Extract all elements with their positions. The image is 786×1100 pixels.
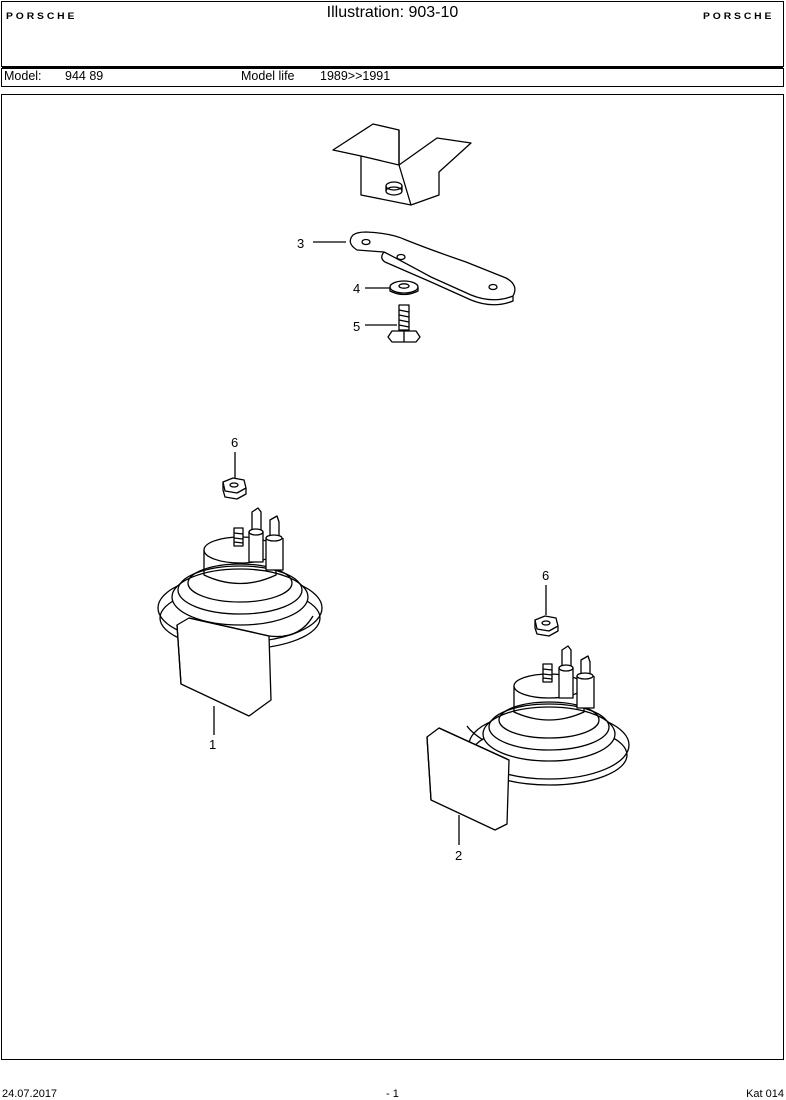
body-bracket bbox=[332, 123, 472, 206]
illustration-panel: 3 4 5 6 6 1 2 bbox=[1, 94, 784, 1060]
model-life-value: 1989>>1991 bbox=[320, 69, 391, 83]
callout-4: 4 bbox=[353, 281, 360, 296]
callout-6-right: 6 bbox=[542, 568, 549, 583]
washer bbox=[389, 280, 419, 296]
callout-labels: 3 4 5 6 6 1 2 bbox=[209, 236, 549, 863]
model-bar: Model: 944 89 Model life 1989>>1991 bbox=[1, 68, 784, 87]
horn-left bbox=[157, 507, 323, 717]
hex-nut-right bbox=[534, 615, 559, 637]
callout-6-left: 6 bbox=[231, 435, 238, 450]
horn-bracket bbox=[349, 231, 516, 306]
porsche-logo-right: PORSCHE bbox=[702, 11, 775, 21]
footer-date: 24.07.2017 bbox=[2, 1088, 58, 1100]
model-value: 944 89 bbox=[65, 69, 104, 83]
header-box: PORSCHE Illustration: 903-10 PORSCHE bbox=[1, 1, 784, 69]
header-rule bbox=[2, 67, 783, 69]
callout-5: 5 bbox=[353, 319, 360, 334]
model-label: Model: bbox=[4, 69, 42, 83]
footer-page: - 1 bbox=[386, 1088, 399, 1100]
porsche-logo-left: PORSCHE bbox=[6, 11, 78, 21]
bolt bbox=[387, 304, 421, 343]
hex-nut-left bbox=[222, 477, 247, 500]
callout-3: 3 bbox=[297, 236, 304, 251]
leader-lines bbox=[213, 241, 547, 845]
callout-2: 2 bbox=[455, 848, 462, 863]
parts-diagram: 3 4 5 6 6 1 2 bbox=[157, 123, 630, 863]
model-life-label: Model life bbox=[241, 69, 295, 83]
horn-right bbox=[426, 645, 630, 831]
footer-catalog: Kat 014 bbox=[746, 1088, 784, 1100]
illustration-title: Illustration: 903-10 bbox=[326, 4, 459, 21]
callout-1: 1 bbox=[209, 737, 216, 752]
